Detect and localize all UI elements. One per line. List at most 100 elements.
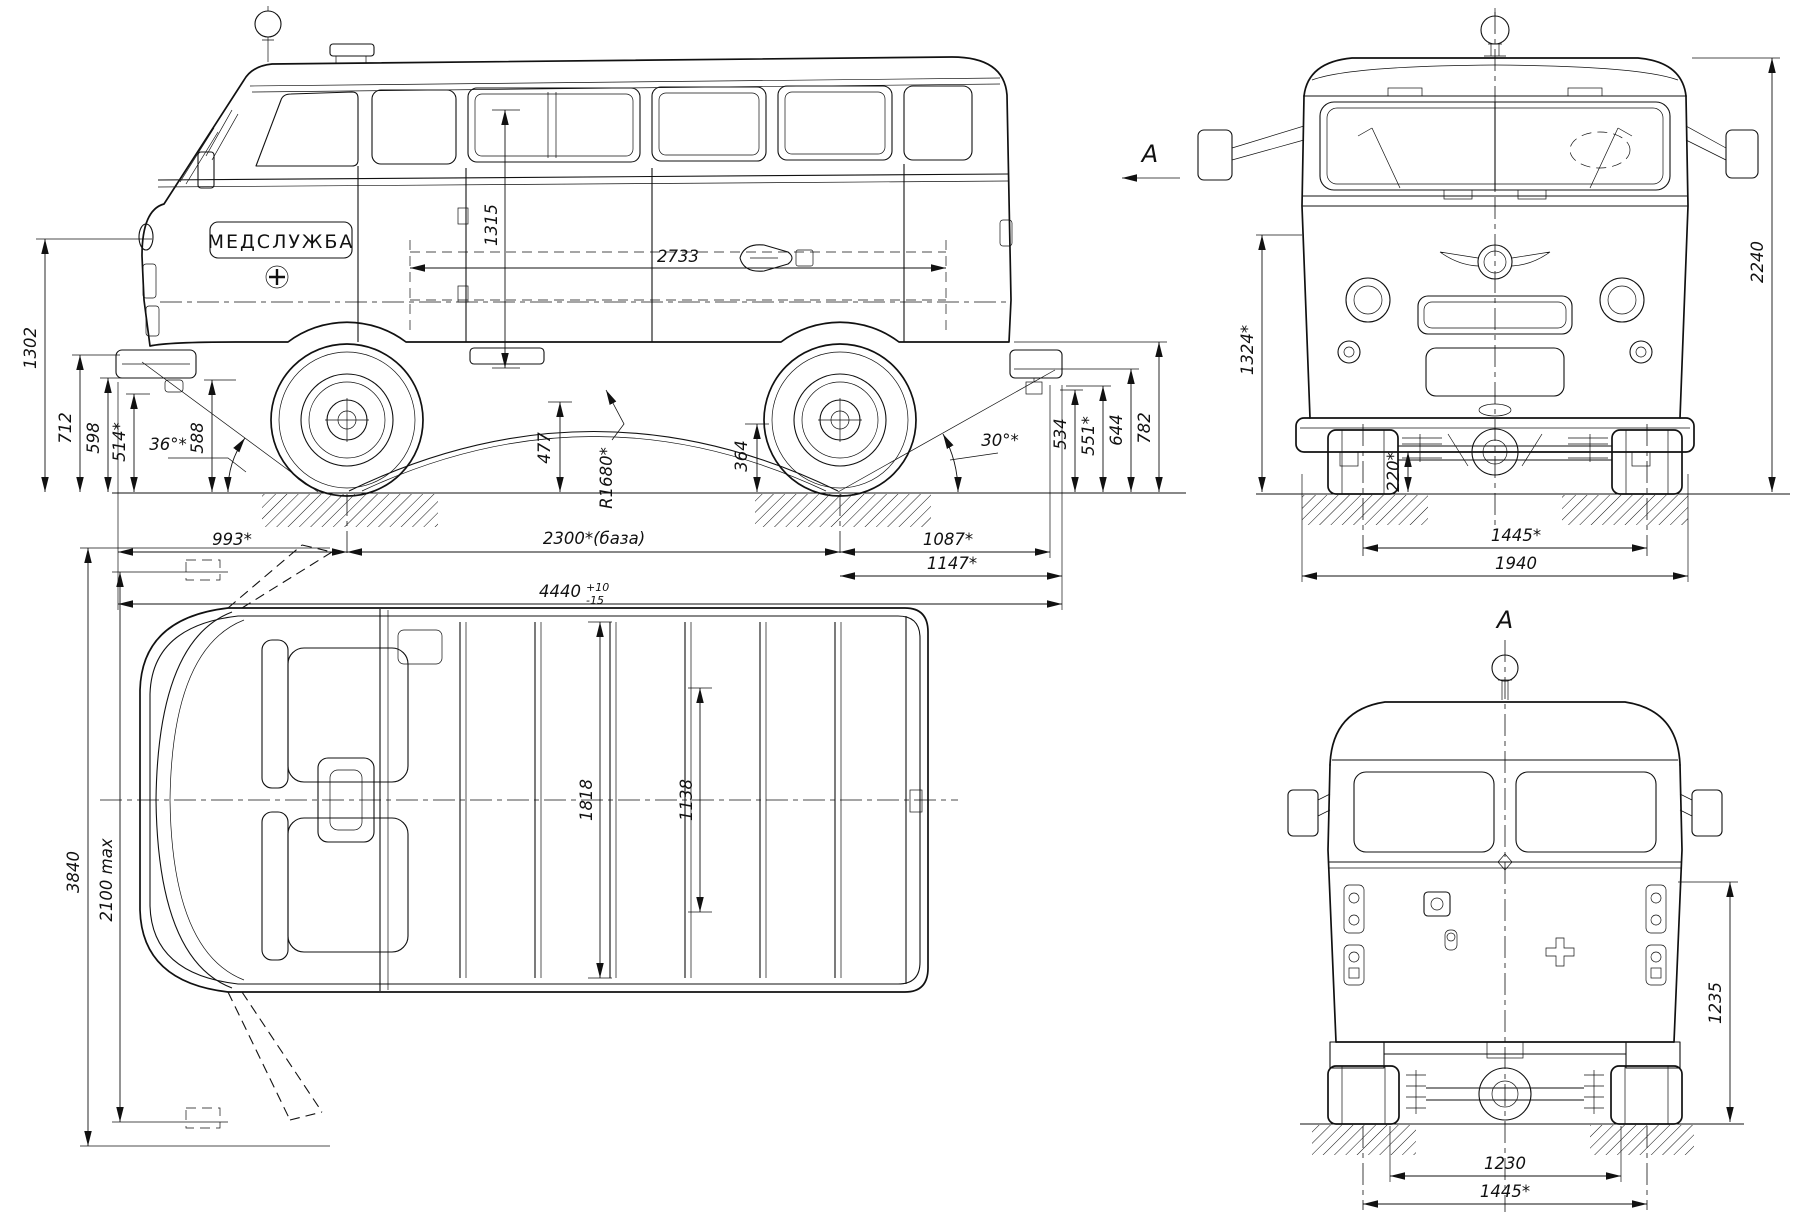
side-window-rear-quarter: [903, 85, 973, 161]
front-ground-hatch-right: [1562, 495, 1688, 525]
front-air-intake-inner: [1423, 301, 1567, 329]
rear-mirror-right: [1691, 789, 1723, 837]
front-wiper-left: [1357, 127, 1401, 189]
side-belt-line2: [157, 180, 1009, 188]
rear-roof-outline: [1329, 701, 1681, 766]
front-view: [1197, 8, 1790, 525]
side-window-3: [651, 86, 767, 162]
dim-644: 644: [1107, 414, 1126, 446]
front-beacon-mount: [1484, 8, 1506, 57]
front-roof-inner: [1311, 64, 1679, 81]
top-seat-upper: [261, 639, 409, 789]
dim-364: 364: [732, 440, 751, 472]
side-window-3-inner: [658, 92, 760, 156]
rear-hitch: [1486, 1041, 1524, 1059]
top-roof-ribs: [459, 622, 842, 978]
steering-wheel-hidden: [1569, 131, 1631, 169]
top-roof-hatch: [397, 629, 443, 665]
side-door-hinge-bottom: [457, 285, 469, 303]
angle-departure-label: 30°*: [981, 431, 1019, 450]
rear-keyhole: [1444, 929, 1458, 951]
front-mirror-right: [1725, 129, 1759, 179]
side-headlamp: [138, 223, 154, 251]
rear-axle: [1406, 1067, 1604, 1121]
front-view-dimensions: 1324* 220* 2240 1445* 1940: [1238, 57, 1780, 582]
front-tow-right: [1631, 451, 1651, 467]
front-air-intake: [1417, 295, 1573, 335]
side-window-1: [371, 89, 457, 165]
dim-514: 514*: [110, 422, 129, 462]
side-mirror-arm: [205, 109, 239, 161]
med-sign-plate: [209, 221, 353, 259]
side-roof-vent-legs: [335, 56, 367, 63]
rear-view: A: [1287, 606, 1744, 1212]
side-door-window: [255, 91, 359, 167]
rear-mirror-right-arm: [1679, 793, 1693, 817]
rear-door-handle: [1423, 891, 1451, 917]
dim-1324: 1324*: [1238, 325, 1257, 375]
front-headlight-left: [1345, 277, 1391, 323]
front-ground-hatch-left: [1302, 495, 1428, 525]
rear-beacon-mount: [1498, 679, 1512, 700]
rear-cross-icon: [1545, 937, 1575, 967]
front-wiper-right: [1589, 127, 1633, 189]
radius-leader: [605, 389, 625, 441]
front-marker-light-left: [1337, 340, 1361, 364]
top-open-door-upper: [185, 544, 333, 609]
side-ground-hatch-front: [262, 494, 438, 527]
med-cross-circle: [265, 265, 289, 289]
side-rear-bumper: [1009, 349, 1063, 379]
top-rear-handle: [909, 789, 923, 813]
dim-220: 220*: [1384, 452, 1403, 492]
side-view: МЕДСЛУЖБА: [112, 6, 1186, 527]
side-gutter-line: [249, 77, 1001, 87]
rear-body-side-left: [1327, 764, 1337, 1043]
view-arrow-label: A: [1140, 140, 1158, 168]
side-marker-light2: [145, 305, 160, 337]
top-view: [100, 544, 958, 1129]
dim-1818: 1818: [577, 779, 596, 821]
side-window-4-inner: [784, 91, 886, 155]
dim-2100max: 2100 max: [97, 838, 116, 921]
rear-beacon: [1491, 654, 1519, 682]
rear-step-right: [1625, 1041, 1681, 1069]
dim-4440-tol-minus: -15: [586, 594, 604, 607]
side-tail-light: [999, 219, 1013, 247]
rear-window-right: [1515, 771, 1657, 853]
side-door-hinge-top: [457, 207, 469, 225]
front-marker-light-right: [1629, 340, 1653, 364]
dim-R1680: R1680*: [597, 447, 616, 509]
front-roof-outline: [1303, 57, 1687, 97]
rear-mirror-left-arm: [1317, 793, 1331, 817]
dim-2240: 2240: [1748, 241, 1767, 283]
rear-body-side-right: [1673, 764, 1683, 1043]
front-mirror-right-arm: [1685, 125, 1727, 161]
front-axle: [1398, 428, 1612, 476]
departure-angle-arc: [942, 433, 962, 493]
dim-1940: 1940: [1495, 554, 1537, 573]
top-open-door-lower: [185, 991, 323, 1129]
front-grille: [1425, 347, 1565, 397]
side-tow-bracket: [164, 379, 184, 393]
side-body-outline: [141, 56, 1012, 347]
dim-477: 477: [535, 432, 554, 464]
side-beacon-mount: [262, 6, 274, 62]
front-vent-left: [1443, 189, 1473, 200]
front-belt-band: [1302, 195, 1688, 207]
dim-782: 782: [1135, 412, 1154, 444]
dim-588: 588: [188, 422, 207, 454]
rear-view-title: A: [1495, 606, 1513, 634]
dim-1445-rear: 1445*: [1480, 1182, 1530, 1201]
side-window-4: [777, 85, 893, 161]
dim-1147: 1147*: [927, 554, 977, 573]
dim-1087: 1087*: [923, 530, 973, 549]
dim-1235: 1235: [1706, 982, 1725, 1024]
rear-wheel-right: [1610, 1065, 1683, 1125]
side-window-2-inner: [474, 93, 634, 157]
top-windshield-line2: [169, 619, 245, 981]
dim-4440: 4440: [539, 582, 581, 601]
dim-1445-front: 1445*: [1491, 526, 1541, 545]
rear-mirror-left: [1287, 789, 1319, 837]
